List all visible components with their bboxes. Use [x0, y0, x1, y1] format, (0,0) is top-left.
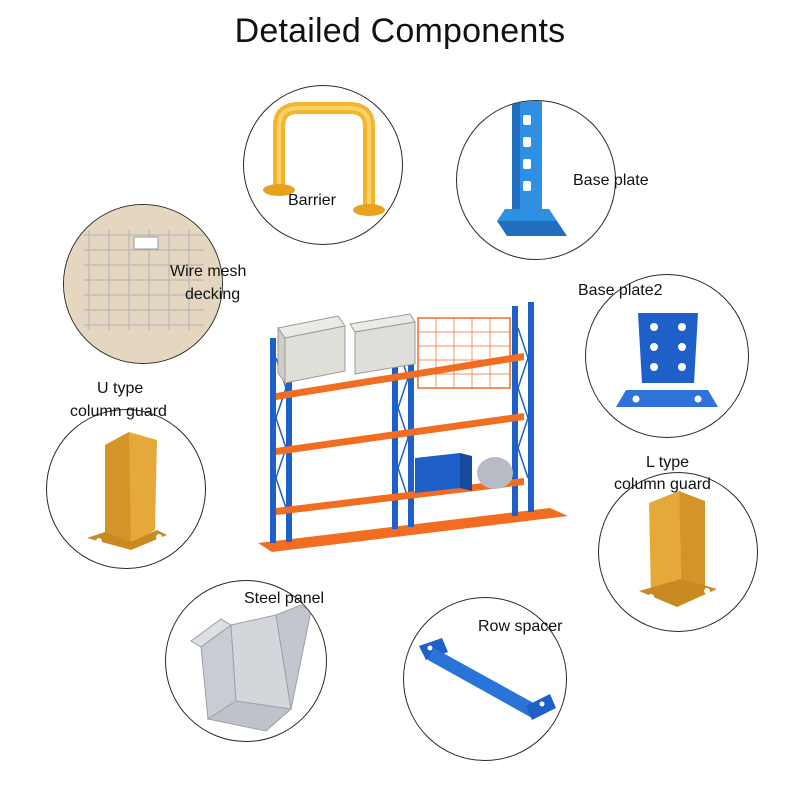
steel-panel-circle [165, 580, 327, 742]
u-type-column-guard-label-line2: column guard [70, 403, 167, 420]
wire-mesh-decking-label-line2: decking [185, 286, 241, 303]
l-type-column-guard-label-line2: column guard [614, 476, 711, 493]
steel-panel-label: Steel panel [244, 590, 325, 607]
base-plate2-label: Base plate2 [578, 282, 663, 299]
racking-system-image [250, 298, 580, 558]
row-spacer-label: Row spacer [478, 618, 563, 635]
steel-panel-image [190, 604, 312, 732]
barrier-image [263, 102, 385, 216]
barrier-label: Barrier [288, 192, 337, 209]
u-type-column-guard-image [87, 432, 167, 550]
base-plate2-circle [585, 274, 749, 438]
wire-mesh-decking-circle [63, 204, 223, 364]
base-plate-image [497, 101, 567, 236]
u-type-column-guard-label-line1: U type [97, 380, 144, 397]
barrier-circle [243, 85, 403, 245]
row-spacer-image [419, 638, 556, 720]
base-plate-circle [456, 100, 616, 260]
l-type-column-guard-circle [598, 472, 758, 632]
l-type-column-guard-label-line1: L type [646, 454, 689, 471]
l-type-column-guard-image [639, 491, 717, 607]
racking-system-drawing [258, 302, 568, 552]
base-plate-label: Base plate [573, 172, 649, 189]
page-title: Detailed Components [234, 12, 566, 50]
row-spacer-circle [403, 597, 567, 761]
wire-mesh-decking-image [64, 205, 222, 363]
base-plate2-image [616, 313, 718, 407]
wire-mesh-decking-label-line1: Wire mesh [170, 263, 247, 280]
u-type-column-guard-circle [46, 409, 206, 569]
